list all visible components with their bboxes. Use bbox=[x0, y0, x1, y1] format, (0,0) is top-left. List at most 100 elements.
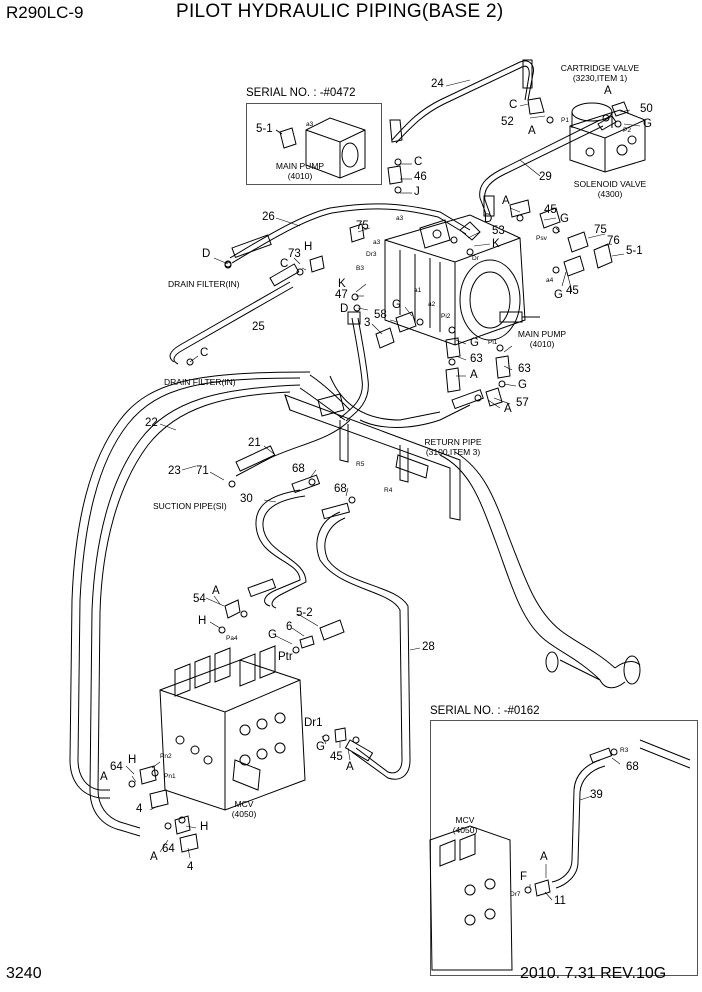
caption-cartridge-valve: CARTRIDGE VALVE bbox=[560, 63, 640, 73]
callout-label: A bbox=[504, 403, 512, 415]
port-label: Ptr bbox=[278, 651, 293, 663]
callout-label: G bbox=[518, 379, 527, 391]
callout-label: 63 bbox=[518, 363, 531, 375]
callout-label: 29 bbox=[539, 171, 552, 183]
caption-drain-filter: DRAIN FILTER(IN) bbox=[164, 377, 236, 387]
callout-label: 4 bbox=[187, 861, 194, 873]
caption-solenoid-valve: SOLENOID VALVE bbox=[573, 179, 647, 189]
callout-label: G bbox=[268, 629, 277, 641]
callout-label: 28 bbox=[422, 641, 435, 653]
callout-label: 47 bbox=[335, 289, 348, 301]
caption-drain-filter: DRAIN FILTER(IN) bbox=[168, 279, 240, 289]
callout-label: 71 bbox=[196, 465, 209, 477]
callout-label: 76 bbox=[607, 235, 620, 247]
callout-label: 45 bbox=[330, 751, 343, 763]
callout-label: A bbox=[528, 125, 536, 137]
caption-suction-pipe: SUCTION PIPE(SI) bbox=[153, 501, 227, 511]
callout-label: H bbox=[304, 241, 313, 253]
port-label: R4 bbox=[384, 487, 393, 494]
callout-label: 45 bbox=[544, 204, 557, 216]
callout-label: C bbox=[509, 99, 518, 111]
port-label: Pn2 bbox=[160, 753, 172, 760]
callout-label: G bbox=[470, 337, 479, 349]
callout-label: 24 bbox=[431, 78, 444, 90]
caption-mcv: MCV bbox=[234, 799, 254, 809]
serial-bottom-callout: 39 bbox=[590, 789, 603, 801]
serial-top-title: SERIAL NO. : -#0472 bbox=[246, 87, 356, 99]
serial-bottom-caption-2: (4050) bbox=[452, 825, 478, 835]
callout-label: 30 bbox=[240, 493, 253, 505]
callout-label: 22 bbox=[145, 417, 158, 429]
callout-label: C bbox=[414, 156, 423, 168]
port-label: Pa4 bbox=[226, 635, 238, 642]
caption-main-pump-ref: (4010) bbox=[529, 339, 555, 349]
callout-label: 23 bbox=[168, 465, 181, 477]
port-label: R5 bbox=[356, 461, 365, 468]
callout-label: A bbox=[502, 195, 510, 207]
callout-label: C bbox=[280, 258, 289, 270]
callout-label: 25 bbox=[252, 321, 265, 333]
serial-top-part: 5-1 bbox=[256, 123, 273, 135]
port-label: a4 bbox=[546, 277, 554, 284]
port-label: Pi1 bbox=[488, 339, 498, 346]
port-label: Dr1 bbox=[304, 717, 323, 729]
port-label: a1 bbox=[414, 287, 422, 294]
callout-label: G bbox=[554, 289, 563, 301]
port-label: Dr bbox=[472, 255, 479, 262]
callout-label: 5-1 bbox=[626, 245, 643, 257]
callout-label: G bbox=[316, 741, 325, 753]
caption-cartridge-valve-ref: (3230,ITEM 1) bbox=[572, 73, 628, 83]
serial-bottom-caption-1: MCV bbox=[455, 815, 475, 825]
callout-label: K bbox=[338, 278, 346, 290]
port-label: a3 bbox=[396, 215, 404, 222]
callout-label: 64 bbox=[162, 843, 175, 855]
serial-bottom-title: SERIAL NO. : -#0162 bbox=[430, 705, 540, 717]
callout-label: 21 bbox=[248, 437, 261, 449]
callout-label: 63 bbox=[470, 353, 483, 365]
port-label: a2 bbox=[428, 301, 436, 308]
callout-label: D bbox=[484, 213, 493, 225]
serial-bottom-callout: A bbox=[540, 851, 548, 863]
callout-label: 52 bbox=[501, 116, 514, 128]
callout-label: 54 bbox=[193, 593, 206, 605]
callout-label: C bbox=[200, 347, 209, 359]
callout-label: A bbox=[100, 771, 108, 783]
caption-main-pump: MAIN PUMP bbox=[517, 329, 567, 339]
callout-label: G bbox=[392, 299, 401, 311]
serial-top-caption-2: (4010) bbox=[287, 171, 313, 181]
serial-bottom-callout: 11 bbox=[554, 895, 566, 907]
serial-bottom-callout: F bbox=[520, 871, 528, 883]
callout-label: 68 bbox=[334, 483, 347, 495]
revision-date: 2010. 7.31 REV.10G bbox=[520, 965, 667, 982]
callout-label: 73 bbox=[288, 248, 301, 260]
callout-label: 4 bbox=[136, 803, 143, 815]
port-label: Pi2 bbox=[441, 313, 451, 320]
callout-label: H bbox=[198, 615, 207, 627]
page-number: 3240 bbox=[6, 965, 42, 982]
callout-label: 58 bbox=[374, 309, 387, 321]
caption-mcv-ref: (4050) bbox=[231, 809, 257, 819]
callout-label: A bbox=[212, 585, 220, 597]
callout-label: G bbox=[643, 118, 652, 130]
callout-label: 75 bbox=[356, 220, 369, 232]
callout-label: H bbox=[200, 821, 209, 833]
callout-label: 75 bbox=[594, 224, 607, 236]
port-label: P1 bbox=[561, 117, 569, 124]
port-label: B3 bbox=[356, 265, 364, 272]
callout-label: K bbox=[492, 238, 500, 250]
callout-label: 3 bbox=[364, 317, 371, 329]
callout-label: 53 bbox=[492, 225, 505, 237]
callout-label: 57 bbox=[516, 397, 529, 409]
callout-label: G bbox=[560, 213, 569, 225]
callout-label: 6 bbox=[286, 621, 293, 633]
callout-label: A bbox=[150, 851, 158, 863]
callout-label: 50 bbox=[640, 103, 653, 115]
serial-bottom-port-r3: R3 bbox=[620, 747, 629, 754]
port-label: Pn1 bbox=[164, 773, 176, 780]
callout-label: A bbox=[346, 761, 354, 773]
port-label: Psv bbox=[536, 235, 547, 242]
